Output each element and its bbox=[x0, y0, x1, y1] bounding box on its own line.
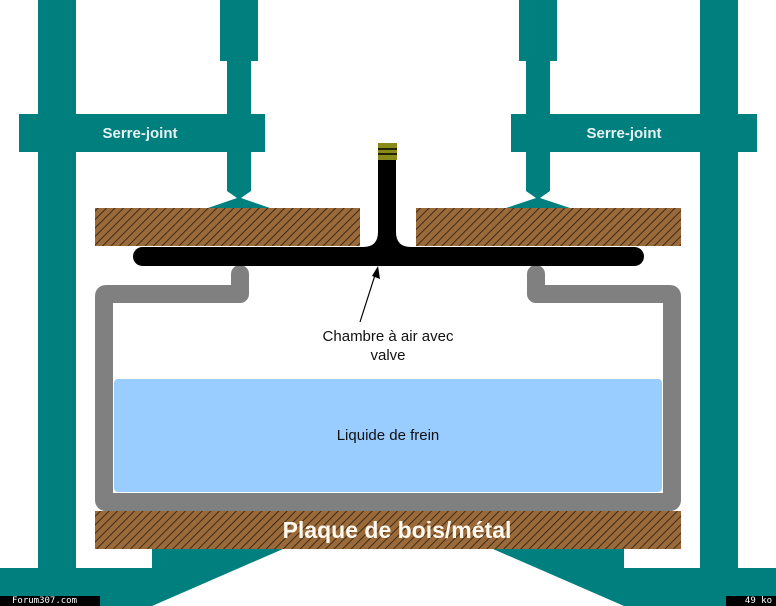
right-clamp bbox=[493, 0, 776, 606]
top-plate-right bbox=[416, 208, 681, 246]
liquid-label: Liquide de frein bbox=[337, 427, 440, 444]
container-wall bbox=[95, 265, 681, 511]
chamber-label-line1: Chambre à air avec bbox=[323, 328, 454, 345]
right-clamp-bar bbox=[700, 0, 738, 606]
left-clamp-screw bbox=[227, 61, 251, 191]
container bbox=[95, 265, 681, 511]
left-clamp-screw-head bbox=[220, 0, 258, 61]
left-clamp-arm bbox=[19, 114, 265, 152]
top-plate-left bbox=[95, 208, 360, 246]
right-clamp-tip bbox=[526, 191, 550, 198]
left-clamp-label: Serre-joint bbox=[102, 125, 177, 142]
right-clamp-screw-head bbox=[519, 0, 557, 61]
chamber-label-line2: valve bbox=[370, 347, 405, 364]
left-clamp-bar bbox=[38, 0, 76, 606]
bottom-plate bbox=[95, 511, 681, 549]
left-clamp-tip bbox=[227, 191, 251, 198]
right-clamp-foot bbox=[493, 549, 776, 606]
right-clamp-pad bbox=[506, 198, 570, 208]
inner-tube-body bbox=[133, 247, 644, 266]
left-clamp-foot bbox=[0, 549, 283, 606]
footer-size-label: 49 ko bbox=[726, 596, 776, 606]
plate-label: Plaque de bois/métal bbox=[283, 517, 512, 543]
chamber-pointer-arrow bbox=[359, 266, 380, 323]
inner-tube bbox=[133, 143, 644, 266]
right-clamp-label: Serre-joint bbox=[586, 125, 661, 142]
right-clamp-arm bbox=[511, 114, 757, 152]
left-clamp bbox=[0, 0, 283, 606]
valve-stem bbox=[363, 160, 411, 247]
footer-site-label: Forum307.com bbox=[0, 596, 100, 606]
left-clamp-pad bbox=[208, 198, 270, 208]
right-clamp-screw bbox=[526, 61, 550, 191]
valve-cap bbox=[378, 143, 397, 160]
brake-fluid bbox=[114, 379, 662, 492]
